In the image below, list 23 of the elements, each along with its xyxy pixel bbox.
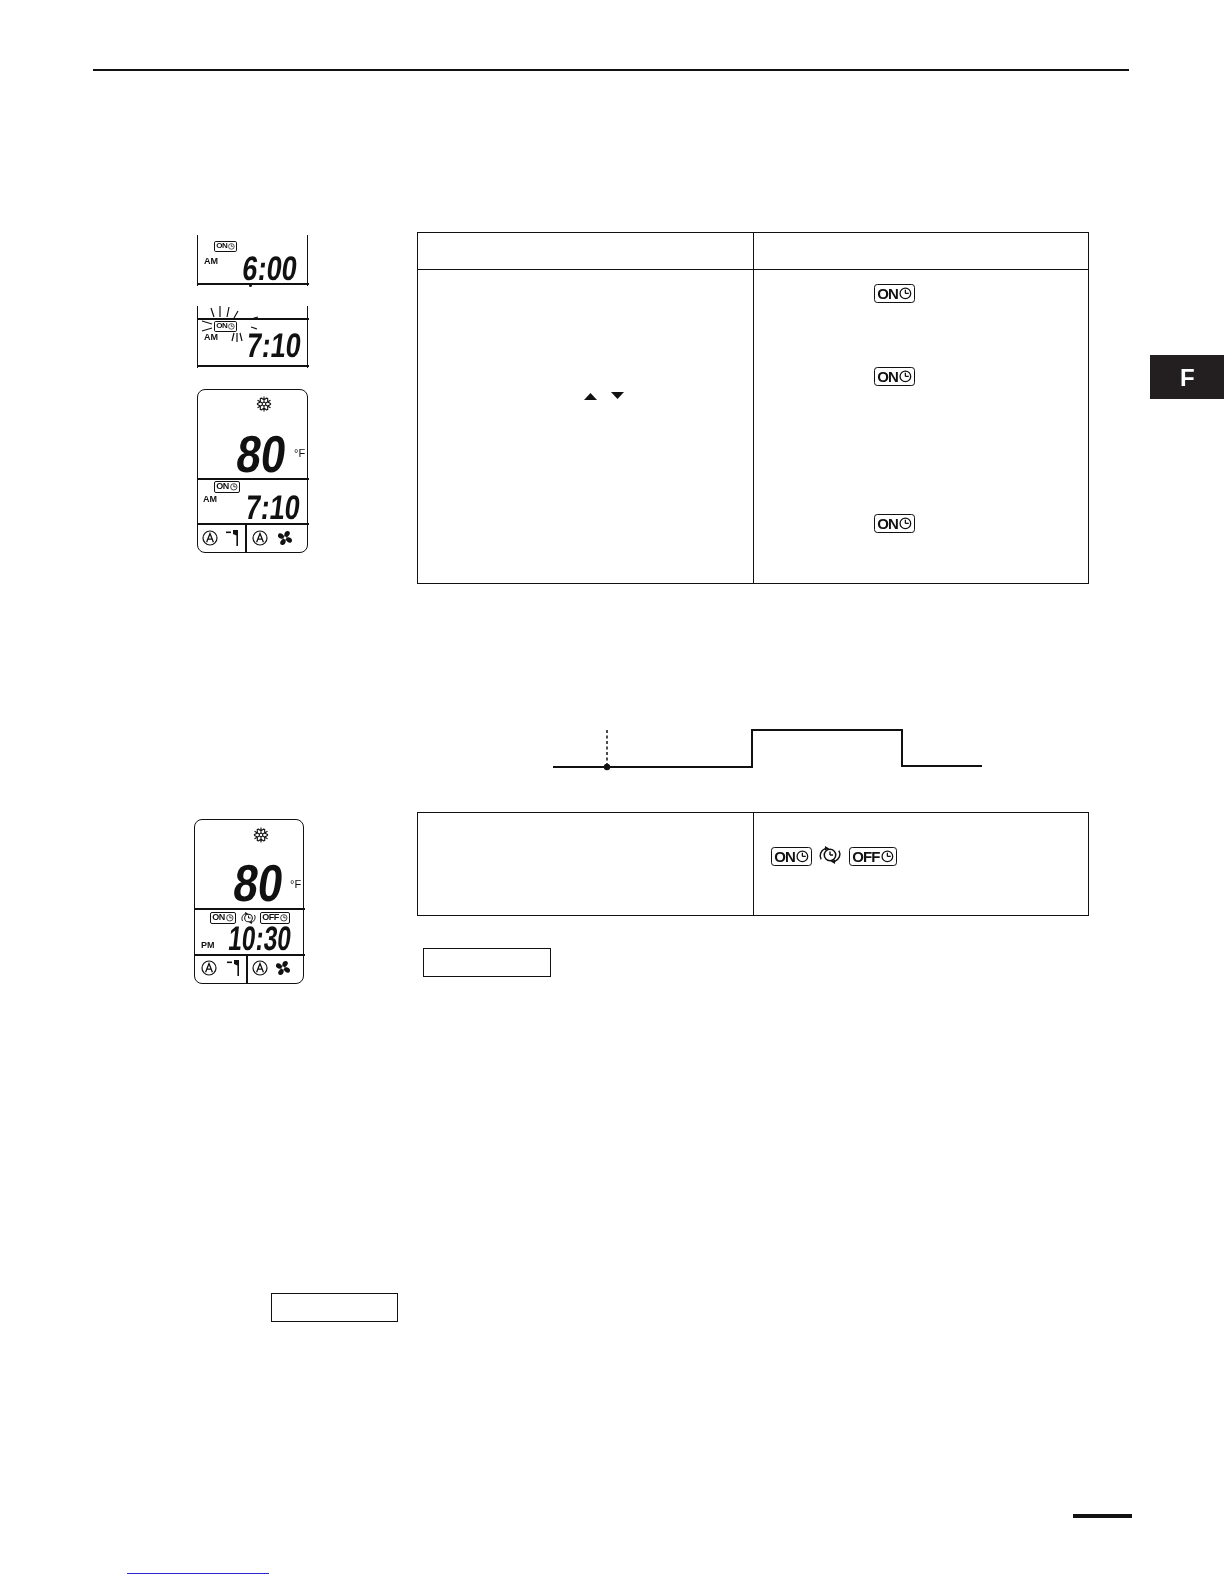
indicator-label: ON xyxy=(216,322,228,331)
indicator-label: OFF xyxy=(852,848,880,864)
tab-letter: F xyxy=(1180,366,1195,390)
indicator-label: ON xyxy=(877,368,898,384)
period-label: AM xyxy=(204,257,218,266)
time-digits: 7:10 xyxy=(245,332,303,360)
indicator-label: ON xyxy=(216,482,229,492)
time-digits: 10:30 xyxy=(227,925,293,953)
period-label: PM xyxy=(201,941,215,950)
temperature-digits: 80 xyxy=(234,434,289,476)
unit-label: °F xyxy=(290,879,302,890)
indicator-label: ON xyxy=(216,242,228,251)
indicator-label: OFF xyxy=(262,913,279,923)
indicator-label: ON xyxy=(877,285,898,301)
time-digits: 7:10 xyxy=(244,494,302,522)
unit-label: °F xyxy=(294,448,306,459)
indicator-label: ON xyxy=(774,848,795,864)
period-label: AM xyxy=(203,495,217,504)
indicator-label: ON xyxy=(212,913,225,923)
indicator-label: ON xyxy=(877,515,898,531)
time-digits: 6:00 xyxy=(241,255,299,283)
period-label: AM xyxy=(204,333,218,342)
temperature-digits: 80 xyxy=(231,863,286,905)
